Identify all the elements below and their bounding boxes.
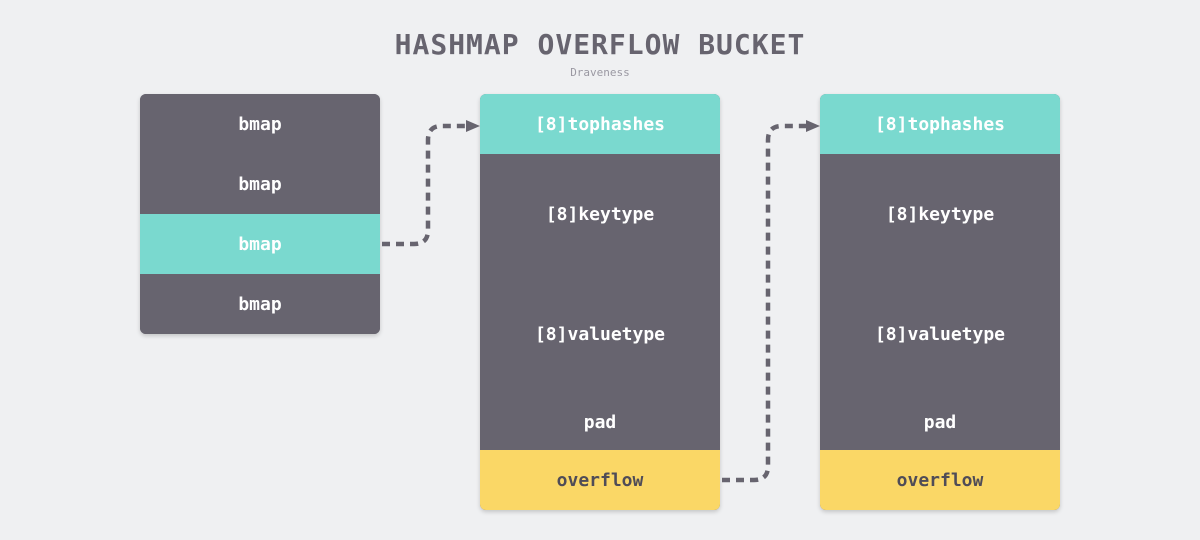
valuetype-field: [8]valuetype	[820, 274, 1060, 394]
arrowhead-icon	[806, 120, 820, 132]
bmap-cell: bmap	[140, 274, 380, 334]
arrow-bmap-to-bucket-1	[382, 123, 466, 247]
tophashes-field: [8]tophashes	[480, 94, 720, 154]
diagram-title: HASHMAP OVERFLOW BUCKET	[394, 28, 806, 61]
bucket-2: [8]tophashes [8]keytype [8]valuetype pad…	[820, 94, 1060, 510]
overflow-field: overflow	[820, 450, 1060, 510]
tophashes-field: [8]tophashes	[820, 94, 1060, 154]
arrow-overflow-to-bucket-2	[722, 123, 806, 483]
bmap-array: bmap bmap bmap bmap	[140, 94, 380, 334]
bucket-1: [8]tophashes [8]keytype [8]valuetype pad…	[480, 94, 720, 510]
diagram-subtitle: Draveness	[570, 66, 630, 79]
pad-field: pad	[820, 394, 1060, 450]
bmap-cell: bmap	[140, 154, 380, 214]
bmap-cell-highlighted: bmap	[140, 214, 380, 274]
keytype-field: [8]keytype	[820, 154, 1060, 274]
bmap-cell: bmap	[140, 94, 380, 154]
overflow-field: overflow	[480, 450, 720, 510]
keytype-field: [8]keytype	[480, 154, 720, 274]
valuetype-field: [8]valuetype	[480, 274, 720, 394]
arrowhead-icon	[466, 120, 480, 132]
pad-field: pad	[480, 394, 720, 450]
